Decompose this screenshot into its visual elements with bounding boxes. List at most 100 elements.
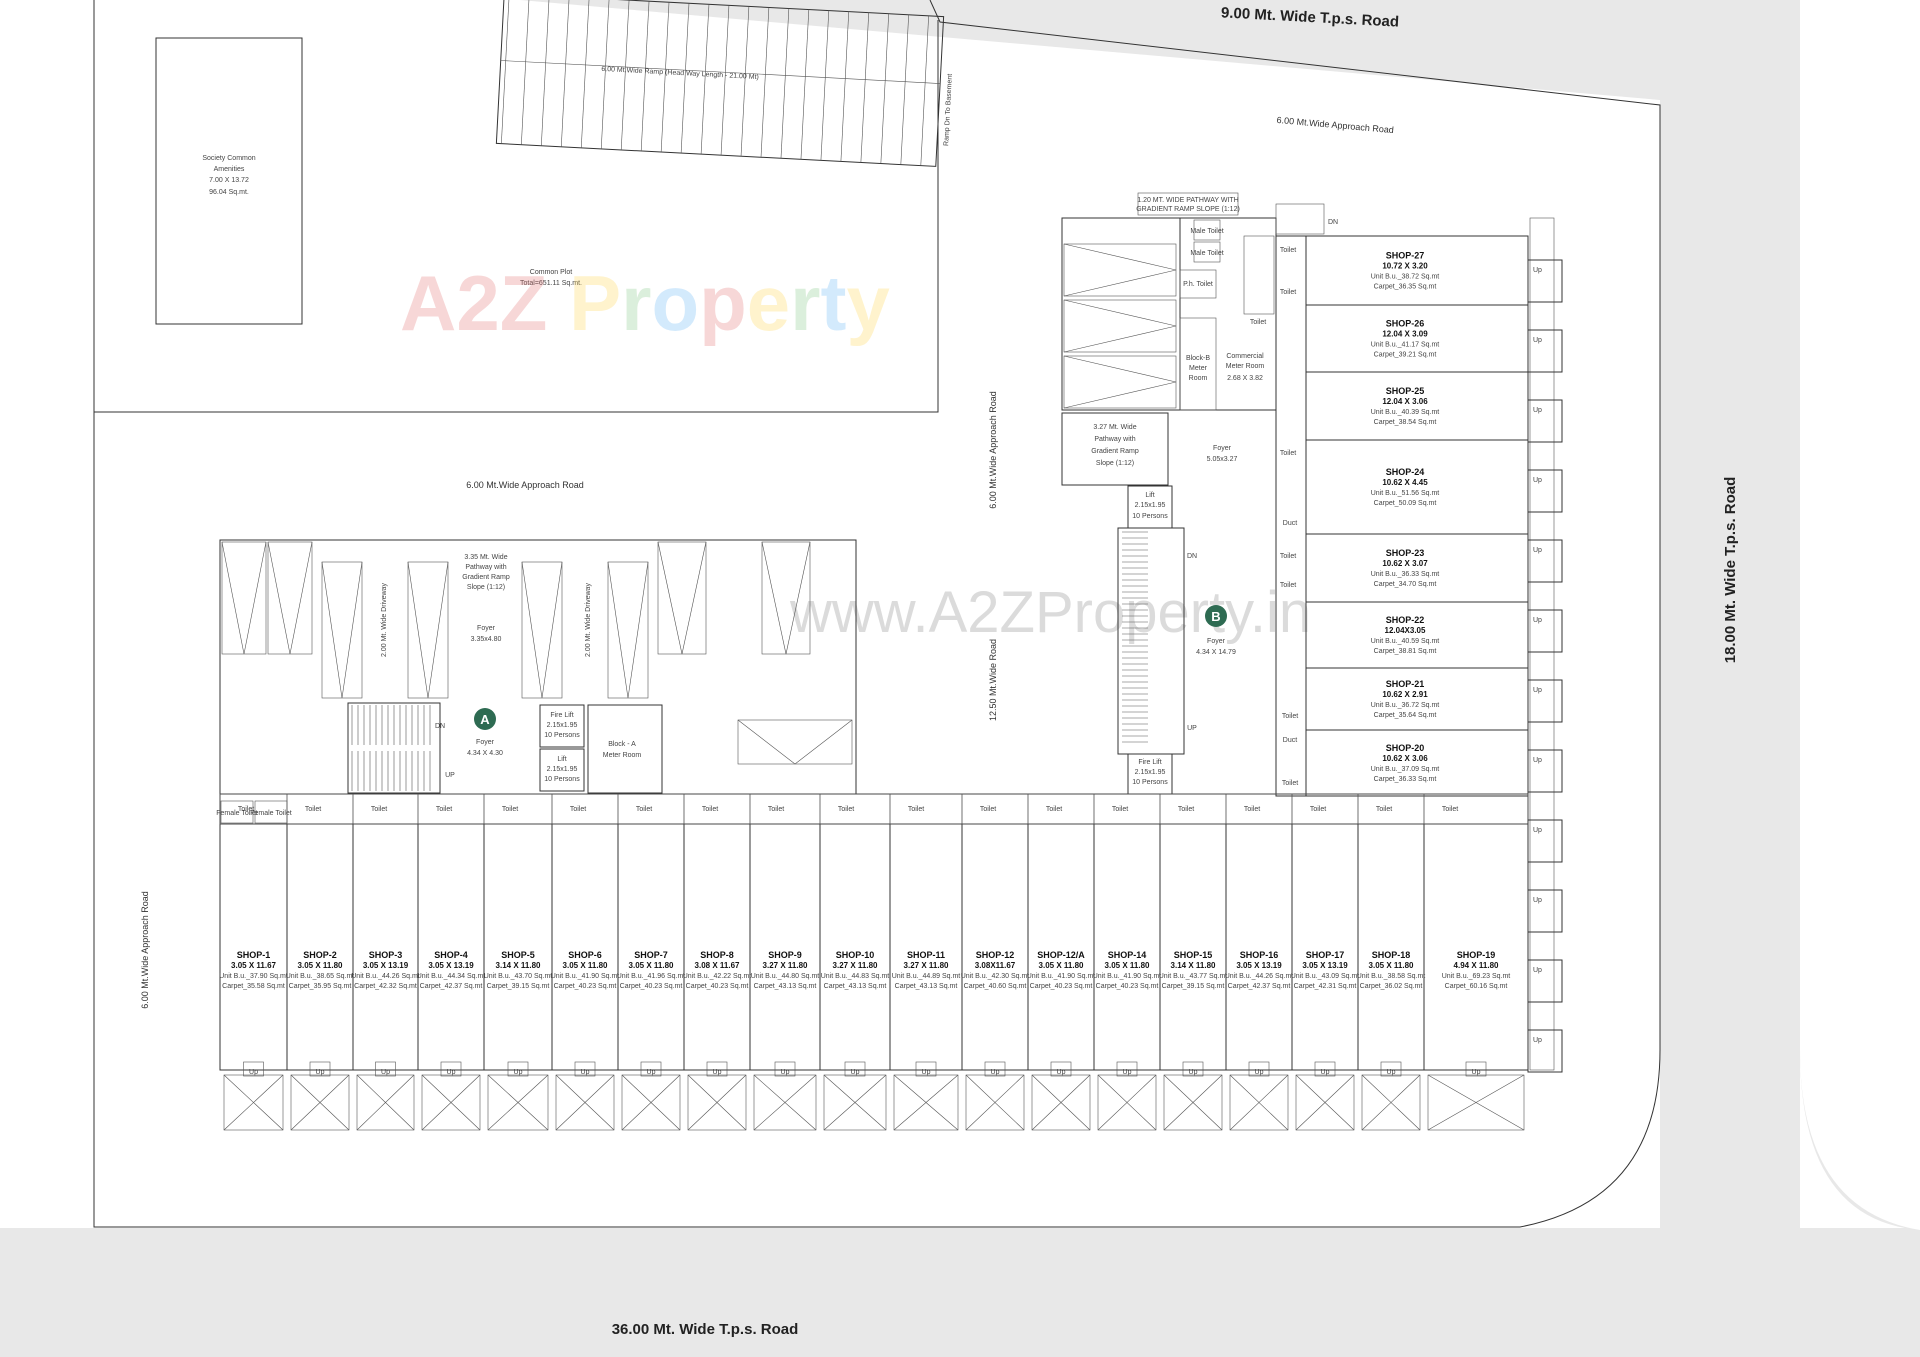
shop-carpet-area: Carpet_40.23 Sq.mt <box>620 983 683 990</box>
ramp-stripe <box>780 8 790 159</box>
toilet-label: Toilet <box>908 806 924 813</box>
watermark-letter: p <box>699 259 747 347</box>
watermark-brand: A2Z Property <box>400 259 890 347</box>
toilet-label: Toilet <box>702 806 718 813</box>
shop-toilet <box>749 793 821 825</box>
svg-text:A2Z Property: A2Z Property <box>400 259 890 347</box>
ramp-stripe <box>600 0 610 149</box>
watermark-letter: e <box>747 259 790 347</box>
parking-bay <box>607 561 649 699</box>
toilet-label: Toilet <box>1280 553 1296 560</box>
block-a-driveway-2: 2.00 Mt. Wide Driveway <box>585 583 592 657</box>
shop-carpet-area: Carpet_36.33 Sq.mt <box>1374 776 1437 783</box>
ramp-stripe <box>860 12 870 163</box>
toilet-label: Toilet <box>305 806 321 813</box>
ramp-stripe <box>880 13 889 164</box>
planter <box>893 1074 959 1131</box>
shop-unit-area: Unit B.u._38.58 Sq.mt <box>1357 973 1426 980</box>
planter-hatch <box>893 1074 959 1131</box>
entry-step <box>984 1061 1006 1077</box>
shop-carpet-area: Carpet_35.95 Sq.mt <box>289 983 352 990</box>
shop-unit <box>483 823 553 1071</box>
facade-step <box>1527 609 1563 653</box>
parking-bay <box>321 561 363 699</box>
shop-carpet-area: Carpet_42.37 Sq.mt <box>420 983 483 990</box>
shop-unit-area: Unit B.u._36.72 Sq.mt <box>1371 702 1440 709</box>
shop-unit-area: Unit B.u._40.39 Sq.mt <box>1371 409 1440 416</box>
shop-carpet-area: Carpet_43.13 Sq.mt <box>895 983 958 990</box>
shop-name: SHOP-2 <box>303 950 337 960</box>
parking-bay-mark <box>407 561 449 699</box>
block-b-top-pathway <box>1137 192 1239 216</box>
shop-dim: 3.05 X 11.80 <box>1105 961 1150 970</box>
ramp-stripe <box>720 5 730 156</box>
toilet-label: Toilet <box>1310 806 1326 813</box>
shop-unit-area: Unit B.u._41.90 Sq.mt <box>1093 973 1162 980</box>
parking-bay <box>657 541 707 655</box>
shop-unit-area: Unit B.u._42.30 Sq.mt <box>961 973 1030 980</box>
ramp-stripe <box>760 7 770 158</box>
shop-carpet-area: Carpet_40.60 Sq.mt <box>964 983 1027 990</box>
toilet-label: Toilet <box>570 806 586 813</box>
ramp-stripe <box>640 1 650 151</box>
toilet-label: Toilet <box>1442 806 1458 813</box>
up-label: Up <box>1472 1069 1481 1076</box>
watermark-letter <box>547 259 569 347</box>
facade-step <box>1527 259 1563 303</box>
shop-dim: 3.05 X 13.19 <box>1302 961 1348 970</box>
block-a-stairs <box>347 702 441 794</box>
shop-name: SHOP-8 <box>700 950 734 960</box>
facade-step <box>1527 469 1563 513</box>
block-a-path-3: Gradient Ramp <box>462 574 510 581</box>
planter-hatch <box>555 1074 615 1131</box>
approach-road-mid-label: 6.00 Mt.Wide Approach Road <box>466 480 584 490</box>
ramp-stripe <box>580 0 590 148</box>
shop-name: SHOP-6 <box>568 950 602 960</box>
block-b-meter-room <box>1179 317 1217 411</box>
up-label: Up <box>249 1069 258 1076</box>
toilet-label: Toilet <box>768 806 784 813</box>
block-a-foyer2-dim: 3.35x4.80 <box>471 636 502 643</box>
block-a-driveway-1: 2.00 Mt. Wide Driveway <box>381 583 388 657</box>
parking-bay-mark <box>321 561 363 699</box>
shop-unit-area: Unit B.u._37.90 Sq.mt <box>219 973 288 980</box>
shop-unit <box>1305 304 1529 373</box>
entry-step <box>375 1061 396 1077</box>
shop-unit-area: Unit B.u._41.90 Sq.mt <box>1027 973 1096 980</box>
planter <box>487 1074 549 1131</box>
plot-boundary <box>93 0 1661 1228</box>
ramp-stripe <box>620 0 630 150</box>
planter <box>621 1074 681 1131</box>
facade-step <box>1527 1029 1563 1073</box>
up-label: Up <box>316 1069 325 1076</box>
watermark-letter: t <box>821 259 847 347</box>
planter <box>1295 1074 1355 1131</box>
planter-hatch <box>421 1074 481 1131</box>
toilet-label: Toilet <box>980 806 996 813</box>
planter <box>1229 1074 1289 1131</box>
watermark-letter: P <box>569 259 621 347</box>
shop-unit <box>1305 729 1529 797</box>
shop-dim: 3.05 X 13.19 <box>428 961 474 970</box>
toilet-label: Toilet <box>1280 289 1296 296</box>
block-b-top-path-2: GRADIENT RAMP SLOPE (1:12) <box>1136 206 1240 213</box>
up-label: Up <box>851 1069 860 1076</box>
planter <box>555 1074 615 1131</box>
block-b-lift-cap: 10 Persons <box>1132 513 1168 520</box>
toilet-label: Toilet <box>371 806 387 813</box>
toilet-label: Toilet <box>1046 806 1062 813</box>
toilet-label: Duct <box>1283 520 1297 527</box>
entry-step <box>1314 1061 1336 1077</box>
parking-bay <box>737 719 853 765</box>
shop-name: SHOP-11 <box>907 950 945 960</box>
shop-name: SHOP-21 <box>1386 679 1425 689</box>
toilet-label: Toilet <box>1282 713 1298 720</box>
shop-unit-area: Unit B.u._44.83 Sq.mt <box>821 973 890 980</box>
society-line1: Society Common <box>202 155 255 162</box>
planter-hatch <box>1097 1074 1157 1131</box>
block-b-foyer-top-dim: 5.05x3.27 <box>1207 456 1238 463</box>
entry-step <box>440 1061 462 1077</box>
shop-unit-area: Unit B.u._44.26 Sq.mt <box>1225 973 1294 980</box>
shop-unit <box>1159 823 1227 1071</box>
toilet-label: Toilet <box>1280 450 1296 457</box>
